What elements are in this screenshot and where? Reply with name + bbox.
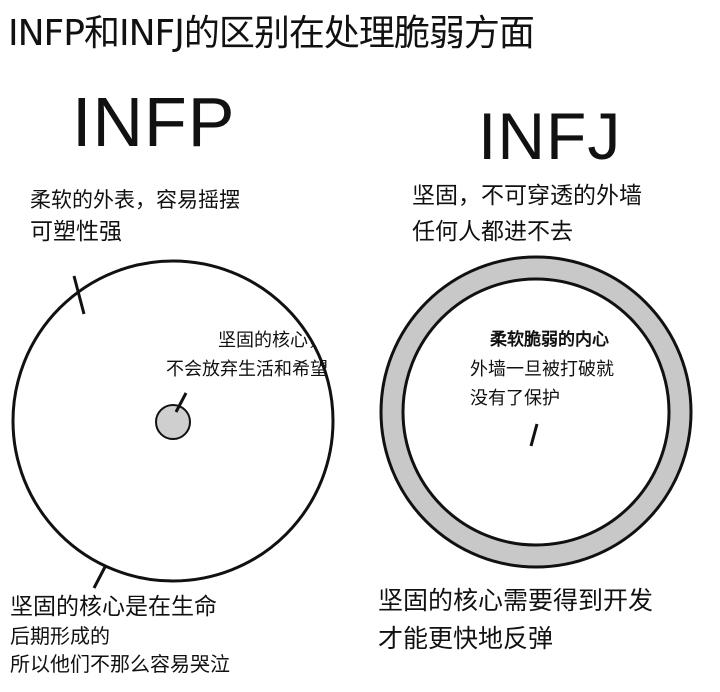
- infp-core-note: 坚固的核心， 不会放弃生活和希望: [120, 326, 328, 384]
- infj-bottom-note: 坚固的核心需要得到开发 才能更快地反弹: [378, 582, 653, 658]
- infj-core-note-line-1: 柔软脆弱的内心: [490, 330, 609, 350]
- infj-core-note: 柔软脆弱的内心 外墙一旦被打破就 没有了保护: [470, 326, 614, 413]
- infp-outer-note-line-1: 柔软的外表，容易摇摆: [30, 188, 240, 212]
- infp-bottom-note-line-3: 所以他们不那么容易哭泣: [10, 652, 230, 676]
- infj-core-note-line-3: 没有了保护: [470, 388, 560, 409]
- infp-outer-pointer: [72, 275, 86, 315]
- infp-core-pointer: [174, 392, 188, 413]
- infj-wall-note-line-1: 坚固，不可穿透的外墙: [412, 183, 642, 209]
- infj-wall-inner-edge: [401, 277, 671, 547]
- infj-bottom-note-line-1: 坚固的核心需要得到开发: [378, 586, 654, 615]
- infp-outer-note-line-2: 可塑性强: [30, 219, 122, 245]
- infp-bottom-pointer: [92, 564, 108, 589]
- infp-bottom-note: 坚固的核心是在生命 后期形成的 所以他们不那么容易哭泣: [10, 592, 230, 678]
- infj-wall-note: 坚固，不可穿透的外墙 任何人都进不去: [412, 178, 642, 250]
- infj-wall-ring: [382, 258, 690, 566]
- infj-wall-outer-edge: [379, 255, 693, 569]
- infp-outer-note: 柔软的外表，容易摇摆 可塑性强: [30, 184, 240, 248]
- infp-bottom-note-line-2: 后期形成的: [10, 624, 110, 648]
- infp-heading: INFP: [72, 83, 236, 161]
- infj-wall-note-line-2: 任何人都进不去: [412, 219, 573, 245]
- infj-heading: INFJ: [478, 99, 622, 173]
- infp-core-note-line-2: 不会放弃生活和希望: [166, 359, 328, 380]
- infj-bottom-note-line-2: 才能更快地反弹: [378, 624, 554, 653]
- infp-outer-circle: [11, 259, 335, 583]
- infp-core-note-line-1: 坚固的核心，: [218, 330, 326, 351]
- infj-core-note-line-2: 外墙一旦被打破就: [470, 359, 614, 380]
- infj-core-pointer: [529, 423, 539, 447]
- infp-bottom-note-line-1: 坚固的核心是在生命: [10, 594, 217, 620]
- page-title: INFP和INFJ的区别在处理脆弱方面: [8, 13, 535, 54]
- infp-core-circle: [155, 404, 191, 440]
